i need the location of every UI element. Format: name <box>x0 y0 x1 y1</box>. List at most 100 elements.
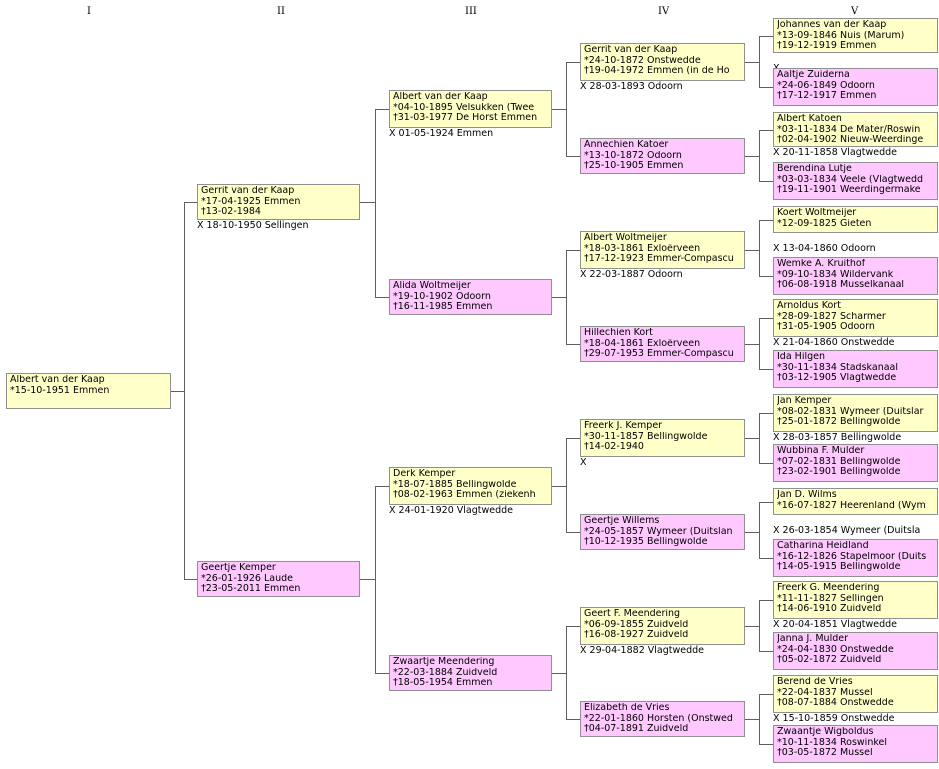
person-box-p19[interactable]: Berendina Lutje*03-03-1834 Veele (Vlagtw… <box>773 162 938 200</box>
person-box-p15[interactable]: Elizabeth de Vries*22-01-1860 Horsten (O… <box>580 701 745 737</box>
person-box-p3[interactable]: Geertje Kemper*26-01-1926 Laude†23-05-20… <box>197 561 360 597</box>
person-box-p22[interactable]: Arnoldus Kort*28-09-1827 Scharmer†31-05-… <box>773 299 938 337</box>
person-birth: *03-03-1834 Veele (Vlagtwedd <box>777 174 924 185</box>
person-box-p28[interactable]: Freerk G. Meendering*11-11-1827 Sellinge… <box>773 581 938 619</box>
person-box-p31[interactable]: Zwaantje Wigboldus*10-11-1834 Roswinkel†… <box>773 725 938 763</box>
person-box-p5[interactable]: Alida Woltmeijer*19-10-1902 Odoorn†16-11… <box>389 279 552 315</box>
person-birth: *19-10-1902 Odoorn <box>393 291 491 302</box>
person-name: Elizabeth de Vries <box>584 703 670 713</box>
marriage-date-p4: X 01-05-1924 Emmen <box>389 128 494 139</box>
person-birth: *06-09-1855 Zuidveld <box>584 619 689 630</box>
person-name: Ida Hilgen <box>777 352 825 362</box>
person-death: †19-11-1901 Weerdingermake <box>777 185 921 195</box>
generation-label-1: I <box>87 6 91 17</box>
person-box-p18[interactable]: Albert Katoen*03-11-1834 De Mater/Roswin… <box>773 112 938 147</box>
person-box-p9[interactable]: Annechien Katoer*13-10-1872 Odoorn†25-10… <box>580 138 745 174</box>
person-box-p26[interactable]: Jan D. Wilms*16-07-1827 Heerenland (Wym <box>773 488 938 515</box>
person-box-p2[interactable]: Gerrit van der Kaap*17-04-1925 Emmen†13-… <box>197 184 360 220</box>
person-birth: *17-04-1925 Emmen <box>201 196 301 207</box>
person-name: Derk Kemper <box>393 469 456 479</box>
marriage-date-p26: X 26-03-1854 Wymeer (Duitsla <box>773 525 921 536</box>
person-death: †17-12-1917 Emmen <box>777 91 877 101</box>
person-box-p24[interactable]: Jan Kemper*08-02-1831 Wymeer (Duitslar†2… <box>773 394 938 432</box>
person-death: †05-02-1872 Zuidveld <box>777 655 882 665</box>
person-birth: *12-09-1825 Gieten <box>777 218 872 229</box>
generation-label-2: II <box>277 6 285 17</box>
person-box-p14[interactable]: Geert F. Meendering*06-09-1855 Zuidveld†… <box>580 607 745 645</box>
person-birth: *18-03-1861 Exloërveen <box>584 243 701 254</box>
person-box-p8[interactable]: Gerrit van der Kaap*24-10-1872 Onstwedde… <box>580 43 745 81</box>
person-birth: *03-11-1834 De Mater/Roswin <box>777 124 921 135</box>
person-box-p30[interactable]: Berend de Vries*22-04-1837 Mussel†08-07-… <box>773 675 938 713</box>
person-death: †10-12-1935 Bellingwolde <box>584 537 708 547</box>
person-birth: *15-10-1951 Emmen <box>10 385 110 396</box>
person-death: †03-12-1905 Vlagtwedde <box>777 373 897 383</box>
person-box-p6[interactable]: Derk Kemper*18-07-1885 Bellingwolde†08-0… <box>389 467 552 505</box>
person-death: †06-08-1918 Musselkanaal <box>777 280 905 290</box>
marriage-date-p20: X 13-04-1860 Odoorn <box>773 243 876 254</box>
person-box-p17[interactable]: Aaltje Zuiderna*24-06-1849 Odoorn†17-12-… <box>773 68 938 106</box>
person-birth: *30-11-1857 Bellingwolde <box>584 431 708 442</box>
generation-label-4: IV <box>658 6 670 17</box>
generation-label-5: V <box>851 6 859 17</box>
person-box-p4[interactable]: Albert van der Kaap*04-10-1895 Velsukken… <box>389 90 552 128</box>
person-box-p10[interactable]: Albert Woltmeijer*18-03-1861 Exloërveen†… <box>580 231 745 269</box>
person-name: Aaltje Zuiderna <box>777 70 850 80</box>
person-box-p16[interactable]: Johannes van der Kaap*13-09-1846 Nuis (M… <box>773 18 938 53</box>
person-box-p20[interactable]: Koert Woltmeijer*12-09-1825 Gieten <box>773 206 938 233</box>
person-birth: *22-04-1837 Mussel <box>777 687 873 698</box>
person-box-p7[interactable]: Zwaartje Meendering*22-03-1884 Zuidveld†… <box>389 655 552 691</box>
person-box-p27[interactable]: Catharina Heidland*16-12-1826 Stapelmoor… <box>773 539 938 577</box>
person-birth: *24-06-1849 Odoorn <box>777 80 875 91</box>
person-death: †14-05-1915 Bellingwolde <box>777 562 901 572</box>
person-name: Jan D. Wilms <box>777 490 837 500</box>
person-name: Arnoldus Kort <box>777 301 841 311</box>
person-name: Berendina Lutje <box>777 164 852 174</box>
person-box-p13[interactable]: Geertje Willems*24-05-1857 Wymeer (Duits… <box>580 514 745 550</box>
person-death: †23-05-2011 Emmen <box>201 584 301 594</box>
person-name: Hillechien Kort <box>584 328 653 338</box>
marriage-date-p24: X 28-03-1857 Bellingwolde <box>773 432 902 443</box>
person-death: †03-05-1872 Mussel <box>777 748 873 758</box>
person-birth: *16-12-1826 Stapelmoor (Duits <box>777 551 927 562</box>
person-box-p25[interactable]: Wubbina F. Mulder*07-02-1831 Bellingwold… <box>773 444 938 482</box>
person-name: Janna J. Mulder <box>777 634 848 644</box>
marriage-date-p28: X 20-04-1851 Vlagtwedde <box>773 619 897 630</box>
person-name: Alida Woltmeijer <box>393 281 471 291</box>
person-box-p21[interactable]: Wemke A. Kruithof*09-10-1834 Wildervank†… <box>773 257 938 295</box>
person-box-p11[interactable]: Hillechien Kort*18-04-1861 Exloërveen†29… <box>580 326 745 362</box>
person-birth: *24-05-1857 Wymeer (Duitslan <box>584 526 733 537</box>
person-box-p23[interactable]: Ida Hilgen*30-11-1834 Stadskanaal†03-12-… <box>773 350 938 388</box>
generation-label-3: III <box>465 6 477 17</box>
person-name: Wemke A. Kruithof <box>777 259 866 269</box>
person-birth: *13-09-1846 Nuis (Marum) <box>777 30 905 41</box>
marriage-date-p2: X 18-10-1950 Sellingen <box>197 220 309 231</box>
person-name: Geert F. Meendering <box>584 609 681 619</box>
person-box-p29[interactable]: Janna J. Mulder*24-04-1830 Onstwedde†05-… <box>773 632 938 670</box>
person-birth: *13-10-1872 Odoorn <box>584 150 682 161</box>
marriage-date-p10: X 22-03-1887 Odoorn <box>580 269 683 280</box>
person-birth: *08-02-1831 Wymeer (Duitslar <box>777 406 924 417</box>
person-birth: *10-11-1834 Roswinkel <box>777 737 887 748</box>
person-birth: *09-10-1834 Wildervank <box>777 269 894 280</box>
person-name: Albert Katoen <box>777 114 842 124</box>
person-death: †16-11-1985 Emmen <box>393 302 493 312</box>
person-death: †08-02-1963 Emmen (ziekenh <box>393 490 536 500</box>
person-birth: *30-11-1834 Stadskanaal <box>777 362 898 373</box>
person-name: Annechien Katoer <box>584 140 669 150</box>
person-birth: *07-02-1831 Bellingwolde <box>777 456 901 467</box>
person-birth: *24-04-1830 Onstwedde <box>777 644 894 655</box>
person-box-p1[interactable]: Albert van der Kaap*15-10-1951 Emmen <box>6 373 171 409</box>
person-death: †02-04-1902 Nieuw-Weerdinge <box>777 135 924 145</box>
person-death: †17-12-1923 Emmer-Compascu <box>584 254 734 264</box>
person-death: †25-10-1905 Emmen <box>584 161 684 171</box>
person-box-p12[interactable]: Freerk J. Kemper*30-11-1857 Bellingwolde… <box>580 419 745 457</box>
person-birth: *04-10-1895 Velsukken (Twee <box>393 102 535 113</box>
person-name: Johannes van der Kaap <box>777 20 887 30</box>
person-birth: *22-03-1884 Zuidveld <box>393 667 498 678</box>
marriage-date-p18: X 20-11-1858 Vlagtwedde <box>773 147 897 158</box>
person-death: †14-06-1910 Zuidveld <box>777 604 882 614</box>
marriage-date-p6: X 24-01-1920 Vlagtwedde <box>389 505 513 516</box>
person-name: Freerk G. Meendering <box>777 583 880 593</box>
